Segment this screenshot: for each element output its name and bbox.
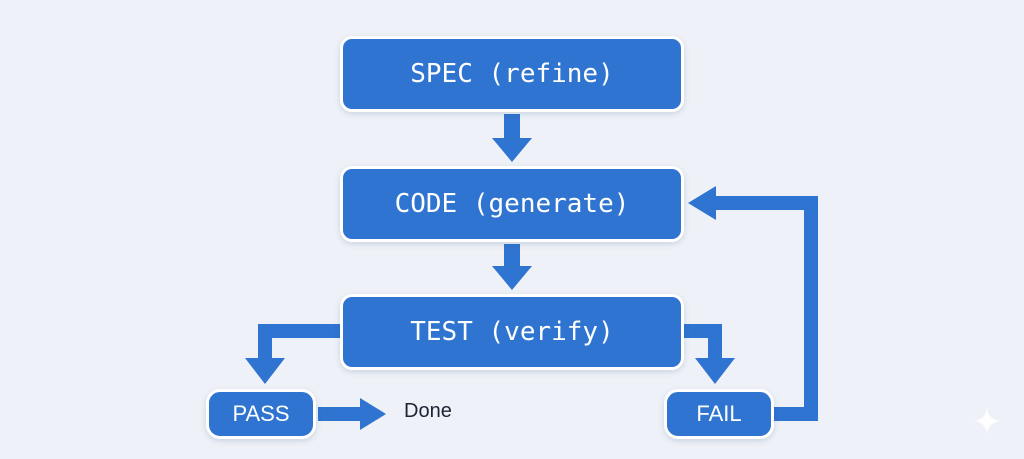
node-test-label: TEST (verify) <box>410 317 614 347</box>
arrow-fail-to-code <box>688 186 818 421</box>
sparkle-icon <box>973 407 1001 435</box>
node-fail: FAIL <box>664 389 774 439</box>
node-fail-label: FAIL <box>696 401 742 426</box>
arrow-pass-to-done <box>318 398 386 430</box>
arrow-code-to-test <box>492 244 532 290</box>
node-code-label: CODE (generate) <box>394 189 630 219</box>
node-code: CODE (generate) <box>340 166 684 242</box>
node-spec: SPEC (refine) <box>340 36 684 112</box>
done-label: Done <box>404 400 452 422</box>
arrow-spec-to-code <box>492 114 532 162</box>
node-pass-label: PASS <box>232 401 290 426</box>
node-spec-label: SPEC (refine) <box>410 59 614 89</box>
node-pass: PASS <box>206 389 316 439</box>
arrow-test-to-pass <box>245 324 340 384</box>
arrow-test-to-fail <box>684 324 735 384</box>
node-test: TEST (verify) <box>340 294 684 370</box>
